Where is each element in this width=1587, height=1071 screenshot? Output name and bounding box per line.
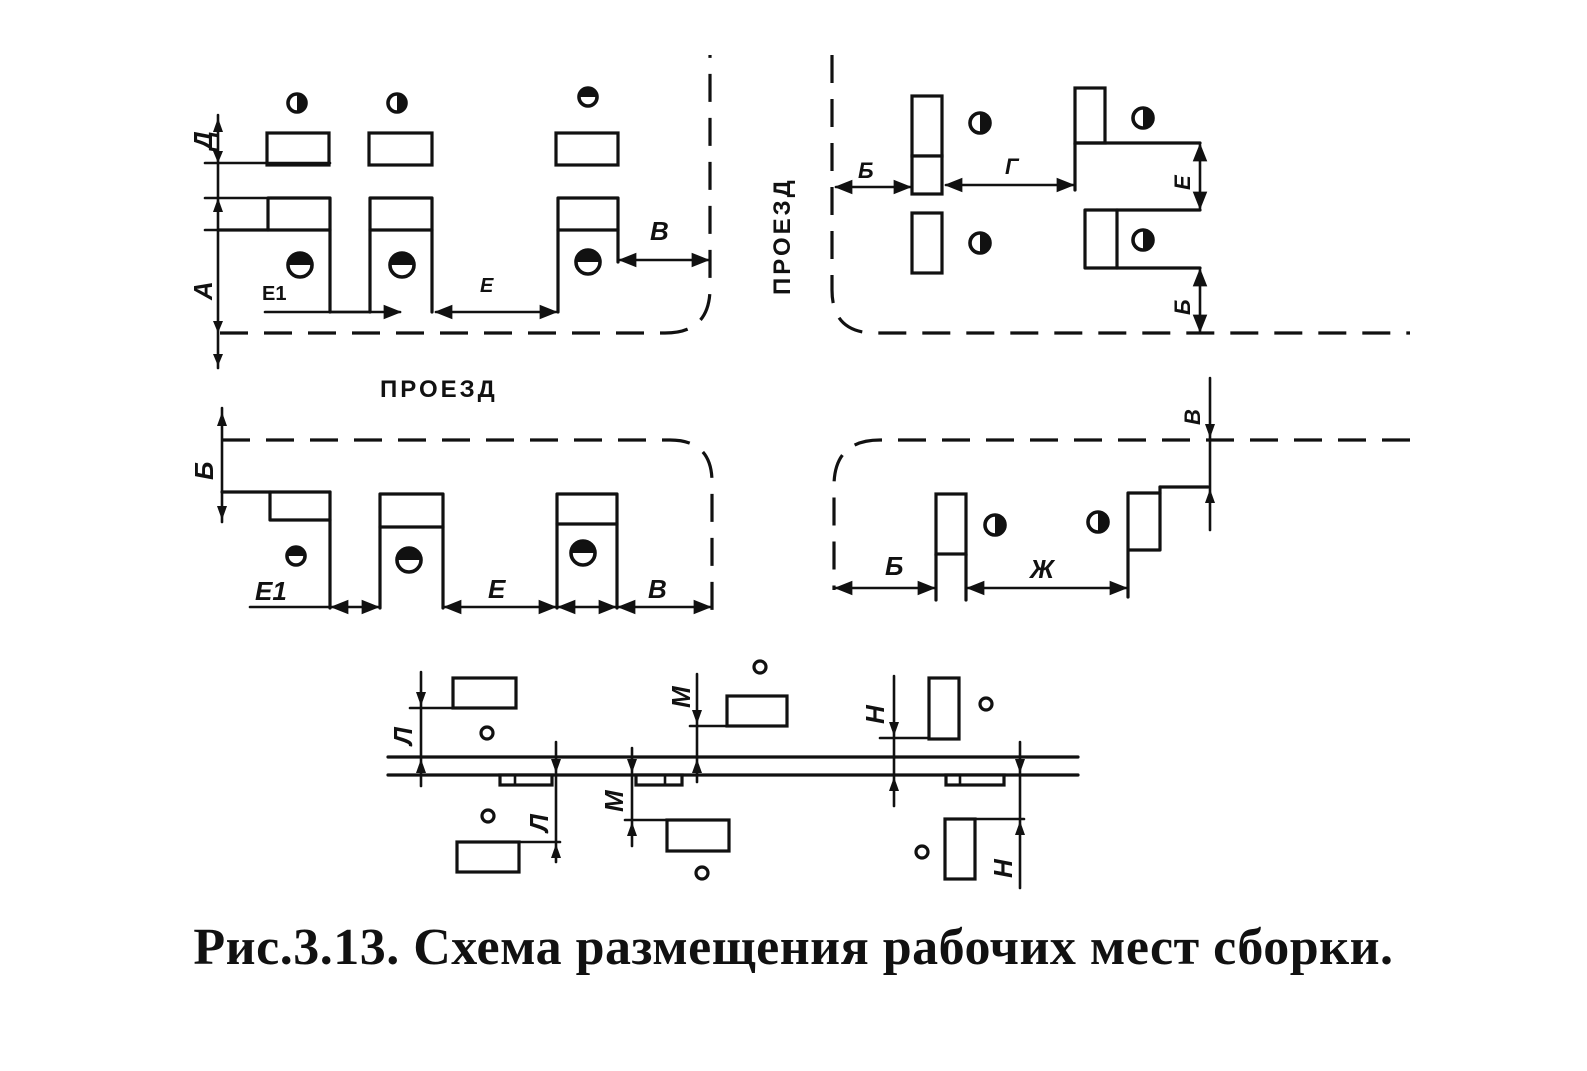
workbench [910, 94, 944, 158]
passage-boundaries [220, 55, 1410, 610]
dimension-label-b: Б [858, 158, 874, 183]
figure-caption: Рис.3.13. Схема размещения рабочих мест … [193, 919, 1394, 976]
operator-circle [752, 659, 768, 675]
dimension-label-v: В [650, 216, 669, 246]
dimension-label-b: Б [189, 462, 219, 480]
dimension-label-d: Д [188, 131, 218, 152]
dimension-label-b: Б [1170, 299, 1195, 315]
workbench [665, 818, 731, 853]
workbench [367, 131, 434, 167]
operator-circle [479, 725, 495, 741]
dimension-label-l: Л [388, 726, 418, 747]
workbench [927, 676, 961, 741]
dimension-label-a: А [188, 281, 218, 301]
workbench [1073, 86, 1107, 145]
operator-circle [978, 696, 994, 712]
workbench [265, 131, 331, 167]
passage-boundary-bottom-right [832, 438, 1410, 590]
dimension-label-e1: Е1 [255, 576, 287, 606]
dimension-label-e1: Е1 [262, 283, 286, 305]
workbench [455, 840, 521, 874]
workbench [934, 492, 968, 556]
workbench [910, 154, 944, 196]
dimension-label-g: Г [1005, 154, 1020, 179]
passage-label-vertical: ПРОЕЗД [769, 177, 796, 295]
passage-boundary-top-right [830, 55, 1410, 335]
quadrant-bottom-left: Б Е1 Е В [189, 406, 712, 615]
dimension-label-e: Е [488, 574, 506, 604]
conveyor-line-layout: Л Л М М Н Н [386, 659, 1080, 890]
dimension-label-e: Е [480, 275, 494, 297]
operator-circle [480, 808, 496, 824]
workbench [554, 131, 620, 167]
dimension-label-b: Б [885, 551, 903, 581]
dimension-label-m: М [599, 789, 629, 812]
workbench [451, 676, 518, 710]
dimension-label-m: М [666, 685, 696, 708]
workbench [725, 694, 789, 728]
passage-label: ПРОЕЗД [380, 376, 498, 403]
dimension-label-n: Н [988, 858, 1018, 878]
workbench [943, 817, 977, 881]
quadrant-top-right: Б Г Е Б [834, 86, 1208, 333]
dimension-label-n: Н [860, 704, 890, 724]
dimension-label-e: Е [1170, 174, 1195, 190]
dimension-label-zh: Ж [1028, 554, 1056, 584]
operator-circle [694, 865, 710, 881]
workbench [910, 211, 944, 275]
dimension-label-v: В [648, 574, 667, 604]
operator-circle [914, 844, 930, 860]
dimension-label-l: Л [524, 813, 554, 834]
passage-boundary-bottom-left [222, 438, 714, 610]
dimension-label-v: В [1180, 409, 1205, 425]
quadrant-top-left: Д А Е1 Е В [188, 86, 710, 370]
passage-boundary-top-left [220, 55, 712, 335]
quadrant-bottom-right: В Б Ж [834, 376, 1215, 602]
